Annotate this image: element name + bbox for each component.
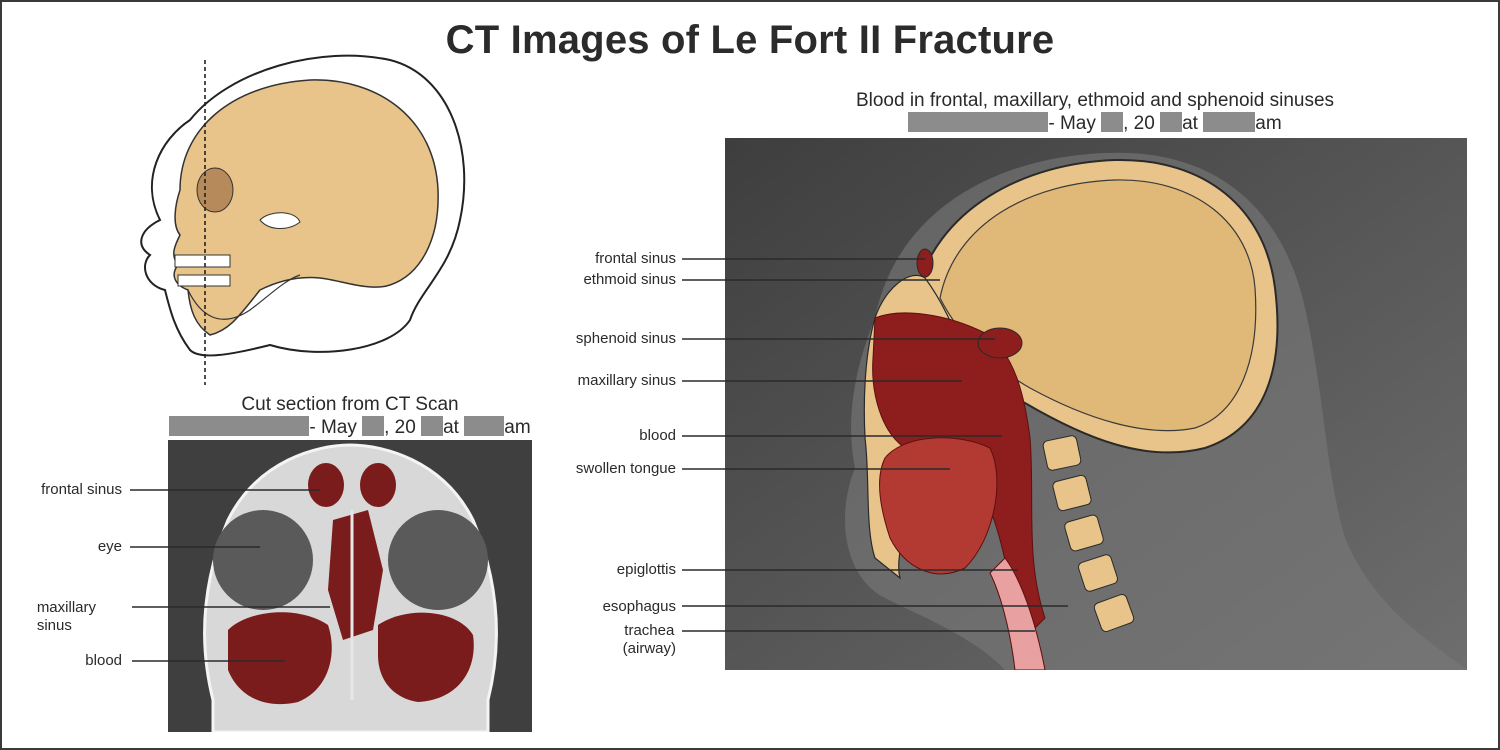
right-label-frontal-sinus: frontal sinus <box>595 250 676 267</box>
redaction-box <box>362 416 385 436</box>
frontal-sinus-blood-left <box>308 463 344 507</box>
airway <box>989 557 1046 670</box>
left-label-frontal-sinus: frontal sinus <box>41 481 122 498</box>
vertebra <box>1052 474 1092 512</box>
vertebra <box>1064 514 1104 552</box>
figure-title: CT Images of Le Fort II Fracture <box>445 18 1055 62</box>
right-label-sphenoid-sinus: sphenoid sinus <box>575 330 676 347</box>
right-caption-title: Blood in frontal, maxillary, ethmoid and… <box>855 90 1335 111</box>
right-label-trachea: trachea (airway) <box>622 622 676 657</box>
frontal-sinus-blood-right <box>360 463 396 507</box>
maxillary-blood-right <box>378 612 474 702</box>
right-label-epiglottis: epiglottis <box>616 561 676 578</box>
frontal-sinus-shape <box>916 248 934 278</box>
right-eye <box>388 510 488 610</box>
brain-outline <box>939 179 1257 432</box>
left-eye <box>213 510 313 610</box>
redaction-box <box>1101 112 1124 132</box>
right-label-esophagus: esophagus <box>602 598 676 615</box>
redaction-box <box>1160 112 1183 132</box>
vertebra <box>1042 435 1082 471</box>
head-outline <box>140 54 466 357</box>
left-label-eye: eye <box>97 538 122 555</box>
lower-teeth <box>177 274 231 287</box>
redaction-box <box>1203 112 1256 132</box>
sphenoid-sinus-shape <box>977 327 1023 359</box>
redaction-box <box>421 416 444 436</box>
ct-cut-section <box>168 440 532 732</box>
jaw-line <box>187 274 301 320</box>
right-label-maxillary-sinus: maxillary sinus <box>577 372 676 389</box>
vertebra <box>1093 593 1135 633</box>
redaction-box <box>169 416 310 436</box>
tongue <box>879 437 998 575</box>
redaction-box <box>908 112 1049 132</box>
right-label-blood: blood <box>639 427 676 444</box>
sagittal-ct-image <box>725 138 1467 670</box>
left-label-maxillary-sinus: maxillary sinus <box>36 599 96 634</box>
upper-teeth <box>174 254 231 268</box>
left-caption-title: Cut section from CT Scan <box>241 394 459 415</box>
maxillary-blood-left <box>228 612 332 705</box>
right-label-ethmoid-sinus: ethmoid sinus <box>583 271 676 288</box>
left-caption: Cut section from CT Scan - May , 20 at a… <box>160 394 540 439</box>
right-caption-date: - May , 20 at am <box>800 112 1390 135</box>
redaction-box <box>464 416 505 436</box>
right-label-swollen-tongue: swollen tongue <box>575 460 676 477</box>
orbit-shape <box>196 167 234 213</box>
skull-illustration <box>140 54 466 385</box>
left-caption-date: - May , 20 at am <box>160 416 540 439</box>
vertebra <box>1077 554 1119 592</box>
ethmoid-blood <box>328 510 383 640</box>
zygomatic-opening <box>259 212 301 229</box>
right-caption: Blood in frontal, maxillary, ethmoid and… <box>800 90 1390 135</box>
left-label-blood: blood <box>85 652 122 669</box>
